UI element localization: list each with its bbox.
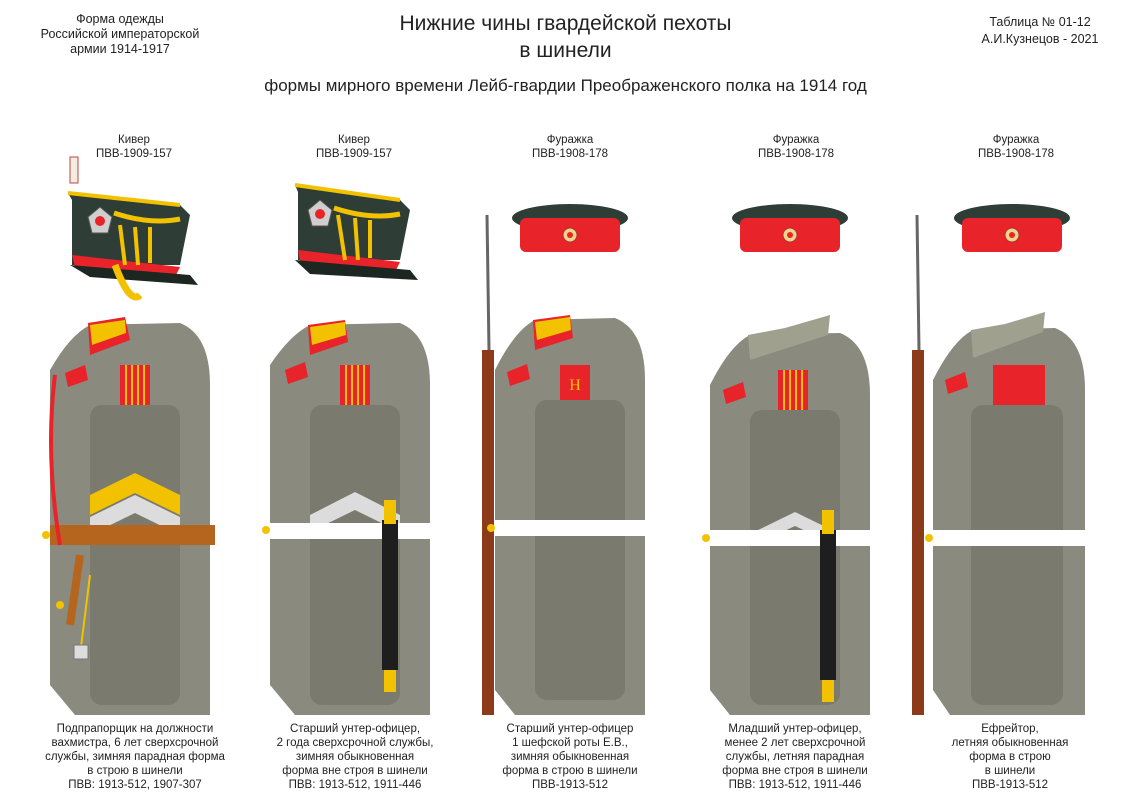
figure-2-illustration [262,183,435,715]
greatcoat [925,312,1091,715]
headgear-code: ПВВ-1908-178 [757,148,835,160]
figure-1-caption: Подпрапорщик на должности вахмистра, 6 л… [30,722,240,792]
caption-line: форма в строю [969,751,1051,763]
shako-headgear [294,183,418,280]
caption-line: зимняя обыкновенная [510,751,630,763]
headgear-code: ПВВ-1908-178 [531,148,609,160]
caption-line: в строю в шинели [87,765,183,777]
caption-line: Младший унтер-офицер, [728,723,862,735]
table-number: Таблица № 01-12 А.И.Кузнецов - 2021 [960,14,1120,48]
page-subtitle: формы мирного времени Лейб-гвардии Преоб… [264,76,867,95]
headgear-label-2: Кивер ПВВ-1909-157 [264,133,444,161]
caption-line: службы, летняя парадная [725,751,865,763]
headgear-label-1: Кивер ПВВ-1909-157 [44,133,224,161]
greatcoat [262,320,435,715]
caption-line: ПВВ: 1913-512, 1911-446 [288,779,422,791]
headgear-name: Фуражка [992,134,1040,146]
author-line: А.И.Кузнецов - 2021 [981,32,1099,46]
greatcoat [702,315,875,715]
headgear-name: Фуражка [772,134,820,146]
caption-line: ПВВ: 1913-512, 1911-446 [728,779,862,791]
table-series-title: Форма одежды Российской императорской ар… [20,12,220,57]
figure-3-illustration: H [482,204,650,715]
rifle-with-bayonet [482,214,494,715]
caption-line: форма в строю в шинели [502,765,638,777]
headgear-code: ПВВ-1909-157 [95,148,173,160]
series-line: Форма одежды [76,12,164,26]
caption-line: службы, зимняя парадная форма [45,751,225,763]
headgear-label-5: Фуражка ПВВ-1908-178 [926,133,1106,161]
caption-line: Старший унтер-офицер [506,723,634,735]
title-line: в шинели [519,39,612,62]
figure-5-caption: Ефрейтор, летняя обыкновенная форма в ст… [905,722,1115,792]
headgear-name: Кивер [338,134,370,146]
peaked-cap-headgear [512,204,628,252]
table-number-line: Таблица № 01-12 [989,15,1091,29]
peaked-cap-headgear [954,204,1070,252]
greatcoat: H [487,315,650,715]
caption-line: форма вне строя в шинели [282,765,428,777]
figure-3-caption: Старший унтер-офицер 1 шефской роты Е.В.… [465,722,675,792]
headgear-code: ПВВ-1908-178 [977,148,1055,160]
headgear-code: ПВВ-1909-157 [315,148,393,160]
figure-1-illustration [42,156,215,715]
rifle-with-bayonet [912,214,924,715]
caption-line: форма вне строя в шинели [722,765,868,777]
caption-line: Подпрапорщик на должности [56,723,214,735]
caption-line: Старший унтер-офицер, [289,723,421,735]
caption-line: зимняя обыкновенная [295,751,415,763]
caption-line: менее 2 лет сверхсрочной [724,737,866,749]
shako-headgear [67,156,198,301]
page-title: Нижние чины гвардейской пехоты в шинели [300,10,831,64]
caption-line: летняя обыкновенная [951,737,1069,749]
series-line: армии 1914-1917 [70,42,170,56]
caption-line: Ефрейтор, [981,723,1039,735]
figure-4-caption: Младший унтер-офицер, менее 2 лет сверхс… [690,722,900,792]
caption-line: 2 года сверхсрочной службы, [276,737,434,749]
caption-line: ПВВ: 1913-512, 1907-307 [68,779,202,791]
caption-line: 1 шефской роты Е.В., [512,737,628,749]
headgear-label-3: Фуражка ПВВ-1908-178 [480,133,660,161]
svg-text:H: H [569,377,581,394]
figure-2-caption: Старший унтер-офицер, 2 года сверхсрочно… [250,722,460,792]
caption-line: вахмистра, 6 лет сверхсрочной [51,737,219,749]
greatcoat [42,317,215,715]
series-line: Российской императорской [40,27,200,41]
caption-line: ПВВ-1913-512 [531,779,609,791]
peaked-cap-headgear [732,204,848,252]
caption-line: в шинели [984,765,1036,777]
caption-line: ПВВ-1913-512 [971,779,1049,791]
headgear-name: Кивер [118,134,150,146]
figure-4-illustration [702,204,875,715]
headgear-name: Фуражка [546,134,594,146]
figure-5-illustration [912,204,1091,715]
title-line: Нижние чины гвардейской пехоты [399,12,732,35]
headgear-label-4: Фуражка ПВВ-1908-178 [706,133,886,161]
